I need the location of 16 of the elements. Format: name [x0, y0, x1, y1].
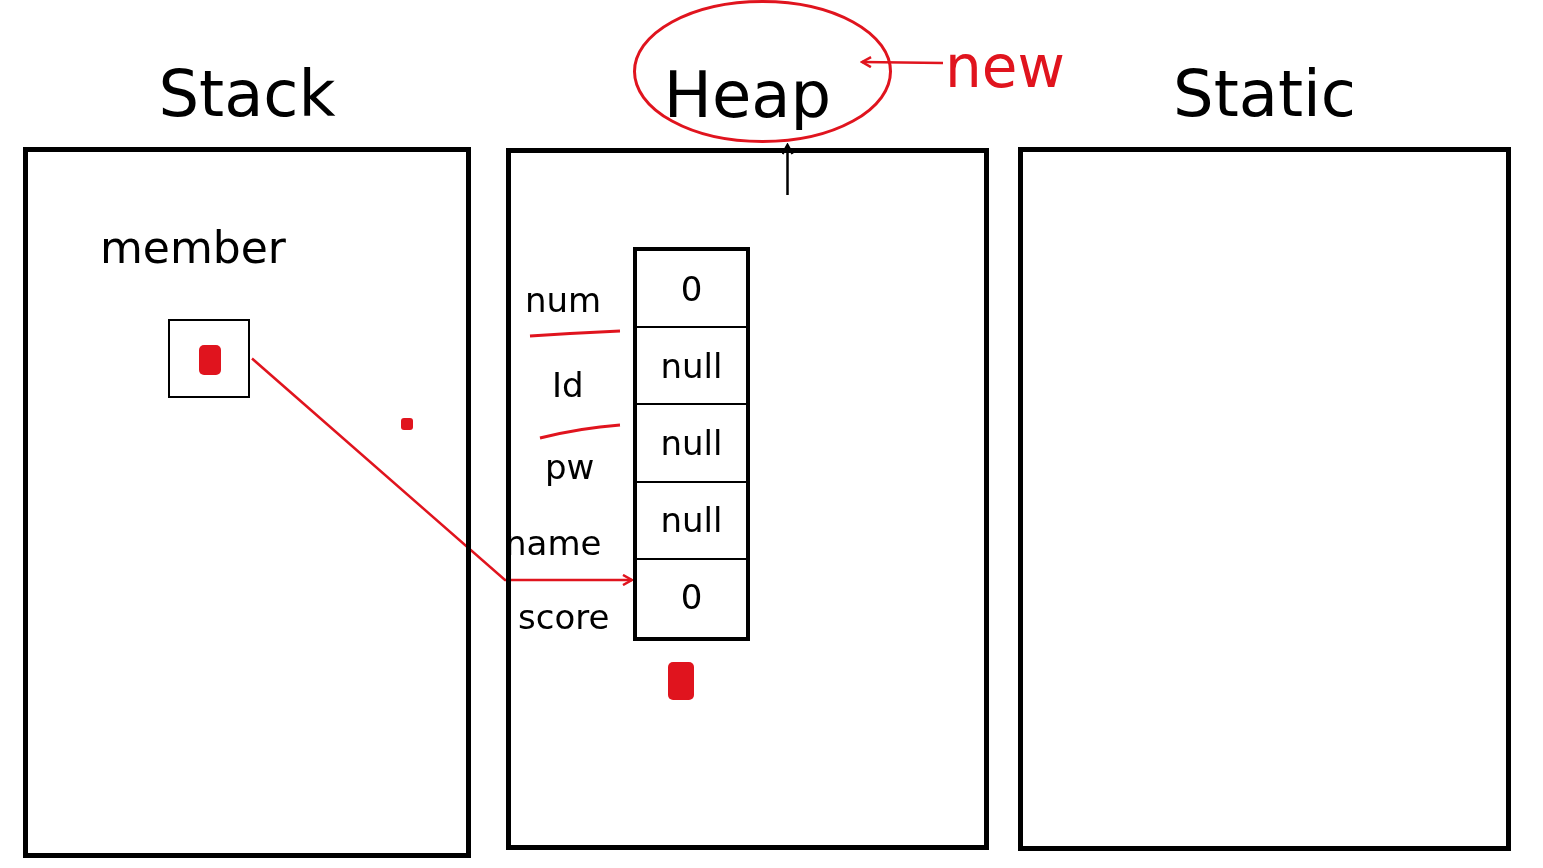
field-value: null: [637, 328, 746, 406]
field-value: null: [637, 482, 746, 560]
variable-name: member: [100, 222, 286, 273]
panel-title: Stack: [157, 62, 337, 126]
field-value: 0: [637, 251, 746, 329]
object-table: [633, 247, 750, 641]
arrow: [251, 357, 634, 587]
field-name: pw: [545, 447, 595, 487]
field-name: Id: [552, 365, 584, 405]
field-value: 0: [679, 576, 704, 620]
arrow: [860, 55, 943, 69]
field-name: score: [518, 597, 610, 637]
arrow: [781, 143, 794, 195]
keyword-label: new: [945, 38, 1100, 110]
field-value: null: [637, 405, 746, 483]
field-name: num: [525, 280, 602, 320]
